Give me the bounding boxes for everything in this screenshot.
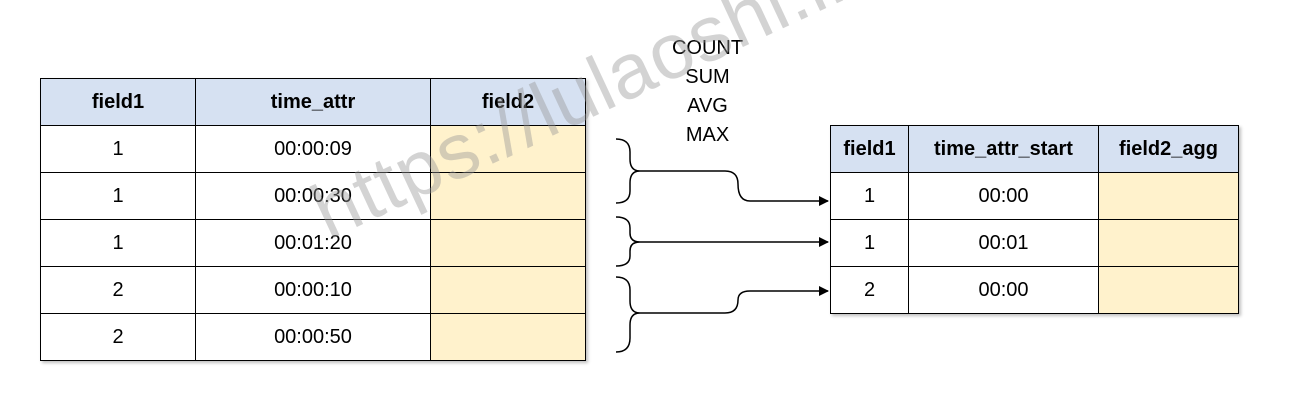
group-brace-2	[615, 216, 641, 267]
aggregation-sum-label: SUM	[685, 66, 730, 88]
source-cell-field2	[430, 219, 586, 267]
table-row: 1 00:01:20	[40, 219, 586, 267]
table-row: 2 00:00:50	[40, 313, 586, 361]
result-header-time-attr-start: time_attr_start	[908, 125, 1099, 173]
table-row: 1 00:01	[830, 219, 1239, 267]
source-cell-time-attr: 00:00:50	[195, 313, 431, 361]
result-cell-field2-agg	[1098, 172, 1239, 220]
table-row: 2 00:00:10	[40, 266, 586, 314]
result-header-row: field1 time_attr_start field2_agg	[830, 125, 1239, 173]
table-row: 2 00:00	[830, 266, 1239, 314]
result-cell-time-attr-start: 00:00	[908, 172, 1099, 220]
aggregation-max-label: MAX	[685, 124, 730, 146]
result-cell-field2-agg	[1098, 219, 1239, 267]
table-row: 1 00:00:30	[40, 172, 586, 220]
source-cell-time-attr: 00:00:10	[195, 266, 431, 314]
source-header-time-attr: time_attr	[195, 78, 431, 126]
result-cell-field2-agg	[1098, 266, 1239, 314]
result-cell-field1: 1	[830, 172, 909, 220]
source-cell-field1: 2	[40, 266, 196, 314]
source-header-row: field1 time_attr field2	[40, 78, 586, 126]
source-cell-time-attr: 00:00:30	[195, 172, 431, 220]
source-cell-field1: 1	[40, 125, 196, 173]
result-header-field2-agg: field2_agg	[1098, 125, 1239, 173]
result-cell-time-attr-start: 00:01	[908, 219, 1099, 267]
aggregation-count-label: COUNT	[671, 37, 744, 59]
source-cell-time-attr: 00:01:20	[195, 219, 431, 267]
aggregation-avg-label: AVG	[687, 95, 728, 117]
table-row: 1 00:00	[830, 172, 1239, 220]
source-cell-field2	[430, 313, 586, 361]
group-brace-3	[615, 276, 641, 353]
result-cell-time-attr-start: 00:00	[908, 266, 1099, 314]
group-arrow-1	[640, 170, 829, 206]
source-table: field1 time_attr field2 1 00:00:09 1 00:…	[40, 78, 586, 361]
source-header-field2: field2	[430, 78, 586, 126]
source-cell-field2	[430, 172, 586, 220]
source-cell-time-attr: 00:00:09	[195, 125, 431, 173]
result-header-field1: field1	[830, 125, 909, 173]
result-cell-field1: 2	[830, 266, 909, 314]
source-cell-field1: 2	[40, 313, 196, 361]
group-brace-1	[615, 138, 641, 204]
source-cell-field2	[430, 125, 586, 173]
table-row: 1 00:00:09	[40, 125, 586, 173]
group-arrow-3	[640, 286, 829, 314]
source-cell-field1: 1	[40, 172, 196, 220]
aggregation-functions: COUNT SUM AVG MAX	[640, 34, 775, 150]
source-cell-field2	[430, 266, 586, 314]
result-cell-field1: 1	[830, 219, 909, 267]
result-table: field1 time_attr_start field2_agg 1 00:0…	[830, 125, 1239, 314]
source-cell-field1: 1	[40, 219, 196, 267]
source-header-field1: field1	[40, 78, 196, 126]
